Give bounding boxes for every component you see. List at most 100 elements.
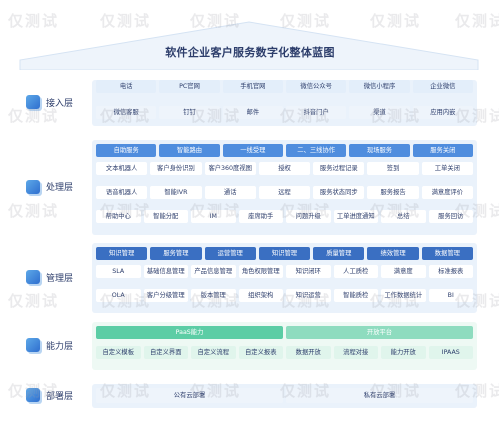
layer-label-processing: 处理层: [26, 179, 98, 194]
header-cell: 二、三线协作: [286, 144, 347, 157]
layer-icon-deployment: [26, 388, 40, 402]
module-cell: 企业微信: [412, 80, 473, 93]
header-cell: 知识管理: [96, 247, 148, 260]
module-cell: 公有云部署: [96, 388, 283, 403]
module-cell: 数据开放: [286, 346, 331, 359]
module-cell: 微信小程序: [349, 80, 410, 93]
module-cell: 产品信息管理: [191, 265, 236, 278]
layer-label-capability: 能力层: [26, 338, 98, 352]
module-cell: 邮件: [222, 106, 283, 119]
layer-name: 管理层: [46, 273, 74, 284]
module-cell: SLA: [96, 265, 141, 278]
module-cell: 抖音门户: [286, 106, 347, 119]
module-cell: 满意度: [381, 265, 426, 278]
module-cell: 应用内嵌: [412, 106, 473, 119]
watermark-text: 仅测试: [8, 202, 60, 220]
watermark-text: 仅测试: [8, 292, 60, 310]
header-cell: 开放平台: [286, 326, 473, 339]
layer-icon-access: [26, 95, 40, 109]
module-cell: PC官网: [159, 80, 220, 93]
header-cell: 自助服务: [96, 144, 157, 157]
module-cell: 自定义界面: [143, 346, 188, 359]
module-cell: 微信客服: [96, 106, 157, 119]
layer-label-access: 接入层: [26, 95, 98, 109]
module-cell: 服务回访: [428, 210, 473, 223]
module-cell: 知识运营: [286, 289, 331, 302]
module-cell: 工单进度通知: [333, 210, 378, 223]
module-cell: 版本管理: [191, 289, 236, 302]
layer-panel-deployment: 公有云部署私有云部署: [92, 384, 477, 408]
module-cell: OLA: [96, 289, 141, 302]
module-cell: 自定义模板: [96, 346, 141, 359]
module-cell: 钉钉: [159, 106, 220, 119]
module-cell: 服务过程记录: [313, 162, 365, 175]
module-cell: BI: [428, 289, 473, 302]
module-cell: 智能分配: [143, 210, 188, 223]
module-cell: 手机官网: [222, 80, 283, 93]
module-cell: 服务报告: [367, 186, 419, 199]
header-cell: 智能路由: [159, 144, 220, 157]
module-cell: 渠道: [349, 106, 410, 119]
module-cell: 客户分级管理: [143, 289, 188, 302]
module-cell: 角色权限管理: [238, 265, 283, 278]
module-cell: 能力开放: [381, 346, 426, 359]
module-cell: 问题升级: [286, 210, 331, 223]
header-cell: 服务关闭: [412, 144, 473, 157]
module-cell: 满意度评价: [421, 186, 473, 199]
module-cell: 智能IVR: [150, 186, 202, 199]
layer-panel-processing: 自助服务智能路由一线受理二、三线协作现场服务服务关闭文本机器人客户身份识别客户3…: [92, 140, 477, 235]
module-cell: 标准报表: [428, 265, 473, 278]
module-cell: 基础信息管理: [143, 265, 188, 278]
module-cell: 总结: [381, 210, 426, 223]
page-title: 软件企业客户服务数字化整体蓝图: [165, 46, 335, 59]
module-cell: 帮助中心: [96, 210, 141, 223]
layer-name: 部署层: [46, 391, 74, 402]
layer-icon-capability: [26, 338, 40, 352]
module-cell: 客户身份识别: [150, 162, 202, 175]
header-cell: 质量管理: [313, 247, 365, 260]
module-cell: 授权: [258, 162, 311, 175]
layer-name: 能力层: [46, 341, 74, 352]
header-cell: 现场服务: [349, 144, 410, 157]
module-cell: 私有云部署: [286, 388, 473, 403]
module-cell: 服务状态同步: [313, 186, 365, 199]
module-cell: 语音机器人: [96, 186, 148, 199]
module-cell: 智能质检: [333, 289, 378, 302]
header-cell: 一线受理: [222, 144, 283, 157]
header-cell: 数据管理: [421, 247, 473, 260]
module-cell: 座席助手: [238, 210, 283, 223]
module-cell: IPAAS: [428, 346, 473, 359]
layer-label-deployment: 部署层: [26, 388, 98, 402]
module-cell: 客户360度视图: [204, 162, 256, 175]
header-cell: 服务管理: [150, 247, 202, 260]
module-cell: 文本机器人: [96, 162, 148, 175]
module-cell: 通话: [204, 186, 256, 199]
header-cell: PaaS能力: [96, 326, 283, 339]
module-cell: 自定义报表: [238, 346, 283, 359]
module-cell: 远程: [258, 186, 311, 199]
layer-icon-processing: [26, 179, 40, 194]
layer-name: 处理层: [46, 183, 74, 193]
module-cell: 工作数据统计: [381, 289, 426, 302]
roof-shape: [19, 21, 479, 70]
header-cell: 绩效管理: [367, 247, 419, 260]
module-cell: IM: [191, 210, 236, 223]
layer-label-management: 管理层: [26, 270, 98, 284]
module-cell: 组织架构: [238, 289, 283, 302]
layer-panel-capability: PaaS能力开放平台自定义模板自定义界面自定义流程自定义报表数据开放流程对接能力…: [92, 322, 477, 370]
layer-name: 接入层: [46, 98, 74, 109]
module-cell: 知识闭环: [286, 265, 331, 278]
layer-icon-management: [26, 270, 40, 284]
header-cell: 运营管理: [204, 247, 256, 260]
header-cell: 知识管理: [258, 247, 311, 260]
module-cell: 电话: [96, 80, 157, 93]
module-cell: 微信公众号: [286, 80, 347, 93]
module-cell: 自定义流程: [191, 346, 236, 359]
module-cell: 工单关闭: [421, 162, 473, 175]
module-cell: 签到: [367, 162, 419, 175]
module-cell: 人工质检: [333, 265, 378, 278]
module-cell: 流程对接: [333, 346, 378, 359]
